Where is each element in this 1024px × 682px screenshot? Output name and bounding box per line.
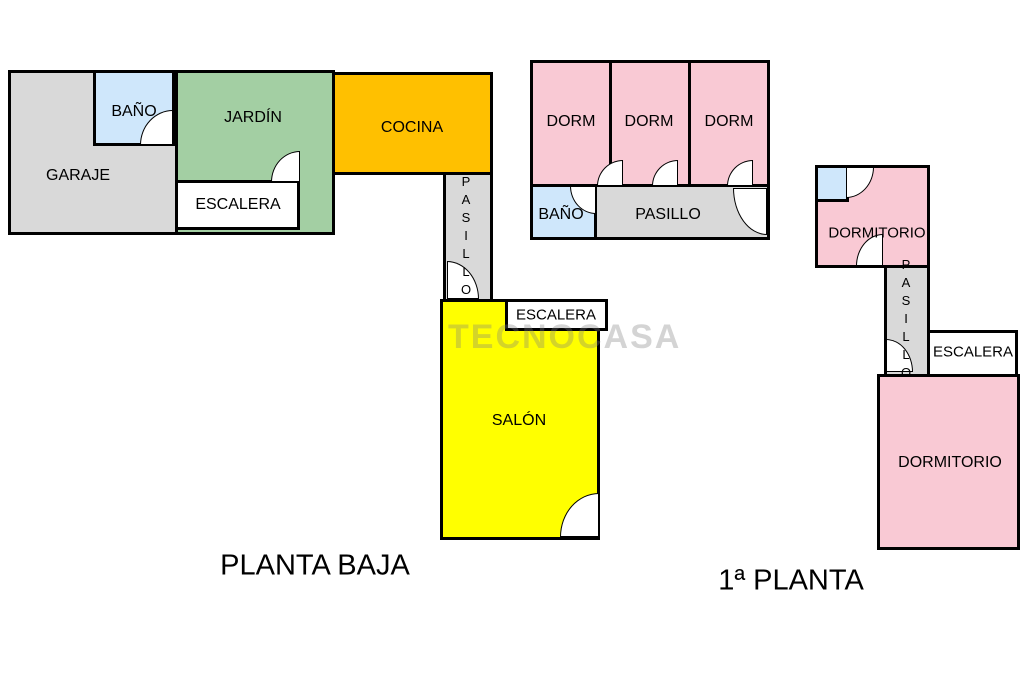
room-dormitorio-bottom — [877, 374, 1020, 550]
ground-floor-title: PLANTA BAJA — [220, 549, 410, 582]
room-label-pasillo-gf: PASILLO — [458, 174, 474, 300]
door-arc-bath-square-ff — [846, 167, 874, 198]
room-label-escalera-ff: ESCALERA — [932, 343, 1014, 361]
watermark-text: TECNOCASA — [448, 318, 682, 356]
room-label-cocina: COCINA — [380, 119, 444, 136]
room-label-jardin: JARDÍN — [224, 109, 282, 126]
room-label-dorm-1: DORM — [546, 113, 596, 130]
room-label-pasillo-ff: PASILLO — [635, 206, 701, 223]
room-escalera-salon — [505, 299, 608, 331]
room-label-escalera-salon: ESCALERA — [515, 306, 597, 324]
room-label-bano-ff: BAÑO — [538, 206, 584, 223]
room-label-dormitorio-bottom: DORMITORIO — [898, 454, 1002, 471]
room-label-salon: SALÓN — [491, 412, 547, 429]
room-salon — [440, 299, 600, 540]
first-floor-title: 1ª PLANTA — [718, 564, 864, 597]
room-label-garaje: GARAJE — [45, 167, 111, 184]
room-label-pasillo-vertical-ff: PASILLO — [898, 257, 914, 383]
room-label-dorm-2: DORM — [624, 113, 674, 130]
room-label-bano-gf: BAÑO — [111, 103, 157, 120]
room-label-dormitorio-top: DORMITORIO — [828, 224, 926, 242]
room-label-dorm-3: DORM — [704, 113, 754, 130]
room-cocina — [332, 72, 493, 175]
room-bath-square-ff — [815, 165, 849, 202]
room-pasillo-vertical-ff — [884, 265, 930, 377]
room-escalera-gf — [175, 180, 300, 230]
room-dorm-1 — [530, 60, 612, 187]
room-dorm-3 — [688, 60, 770, 187]
room-label-escalera-gf: ESCALERA — [195, 196, 281, 213]
